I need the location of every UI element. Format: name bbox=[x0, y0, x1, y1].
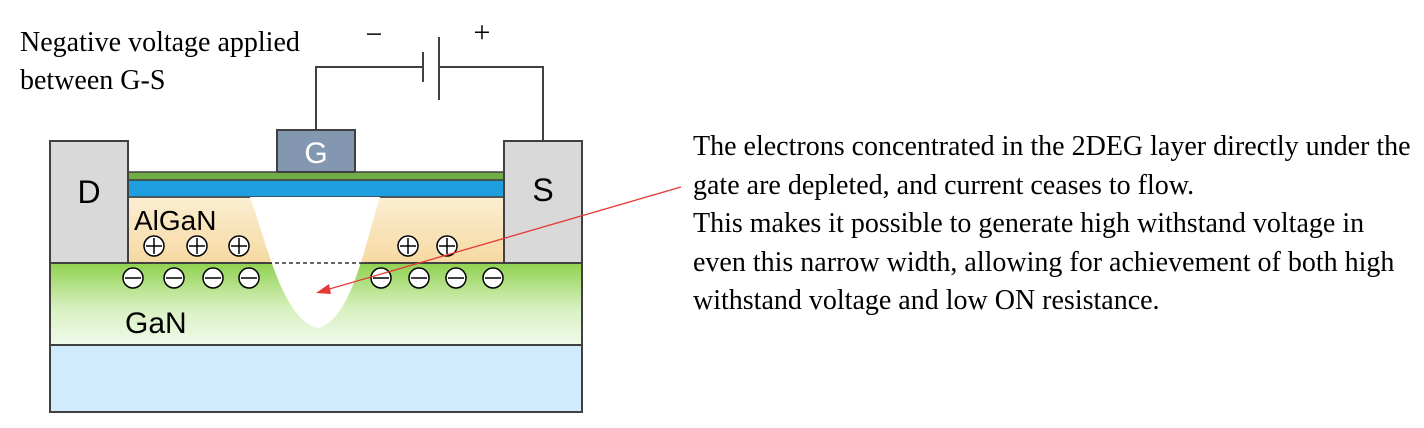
positive-charge bbox=[436, 235, 458, 257]
gan-label: GaN bbox=[125, 307, 187, 340]
positive-charge bbox=[143, 235, 165, 257]
positive-charges bbox=[143, 235, 458, 257]
explanation-text: The electrons concentrated in the 2DEG l… bbox=[693, 128, 1413, 321]
battery-plus-sign: + bbox=[474, 16, 491, 49]
explanation-paragraph-2: This makes it possible to generate high … bbox=[693, 208, 1395, 316]
electron bbox=[482, 267, 504, 289]
passivation-layer bbox=[127, 179, 505, 198]
source-label: S bbox=[532, 172, 553, 208]
substrate-layer bbox=[49, 344, 583, 413]
battery-minus-sign: − bbox=[366, 18, 383, 51]
positive-charge bbox=[228, 235, 250, 257]
source-electrode bbox=[503, 140, 583, 264]
electron bbox=[238, 267, 260, 289]
bias-circuit bbox=[315, 37, 544, 141]
explanation-paragraph-1: The electrons concentrated in the 2DEG l… bbox=[693, 131, 1411, 201]
bias-label-line2: between G-S bbox=[20, 65, 166, 96]
bias-label: Negative voltage applied between G-S bbox=[20, 24, 300, 100]
insulator-layer bbox=[127, 171, 505, 181]
electron bbox=[163, 267, 185, 289]
pointer-arrow bbox=[316, 186, 682, 294]
drain-electrode bbox=[49, 140, 129, 264]
electron bbox=[202, 267, 224, 289]
electron bbox=[408, 267, 430, 289]
gate-electrode bbox=[276, 129, 356, 173]
algan-label: AlGaN bbox=[134, 205, 216, 236]
electron bbox=[370, 267, 392, 289]
electron bbox=[445, 267, 467, 289]
depletion-region bbox=[250, 197, 380, 328]
positive-charge bbox=[186, 235, 208, 257]
bias-label-line1: Negative voltage applied bbox=[20, 27, 300, 58]
drain-label: D bbox=[77, 174, 100, 210]
gate-label: G bbox=[304, 137, 327, 170]
electron bbox=[122, 267, 144, 289]
positive-charge bbox=[397, 235, 419, 257]
